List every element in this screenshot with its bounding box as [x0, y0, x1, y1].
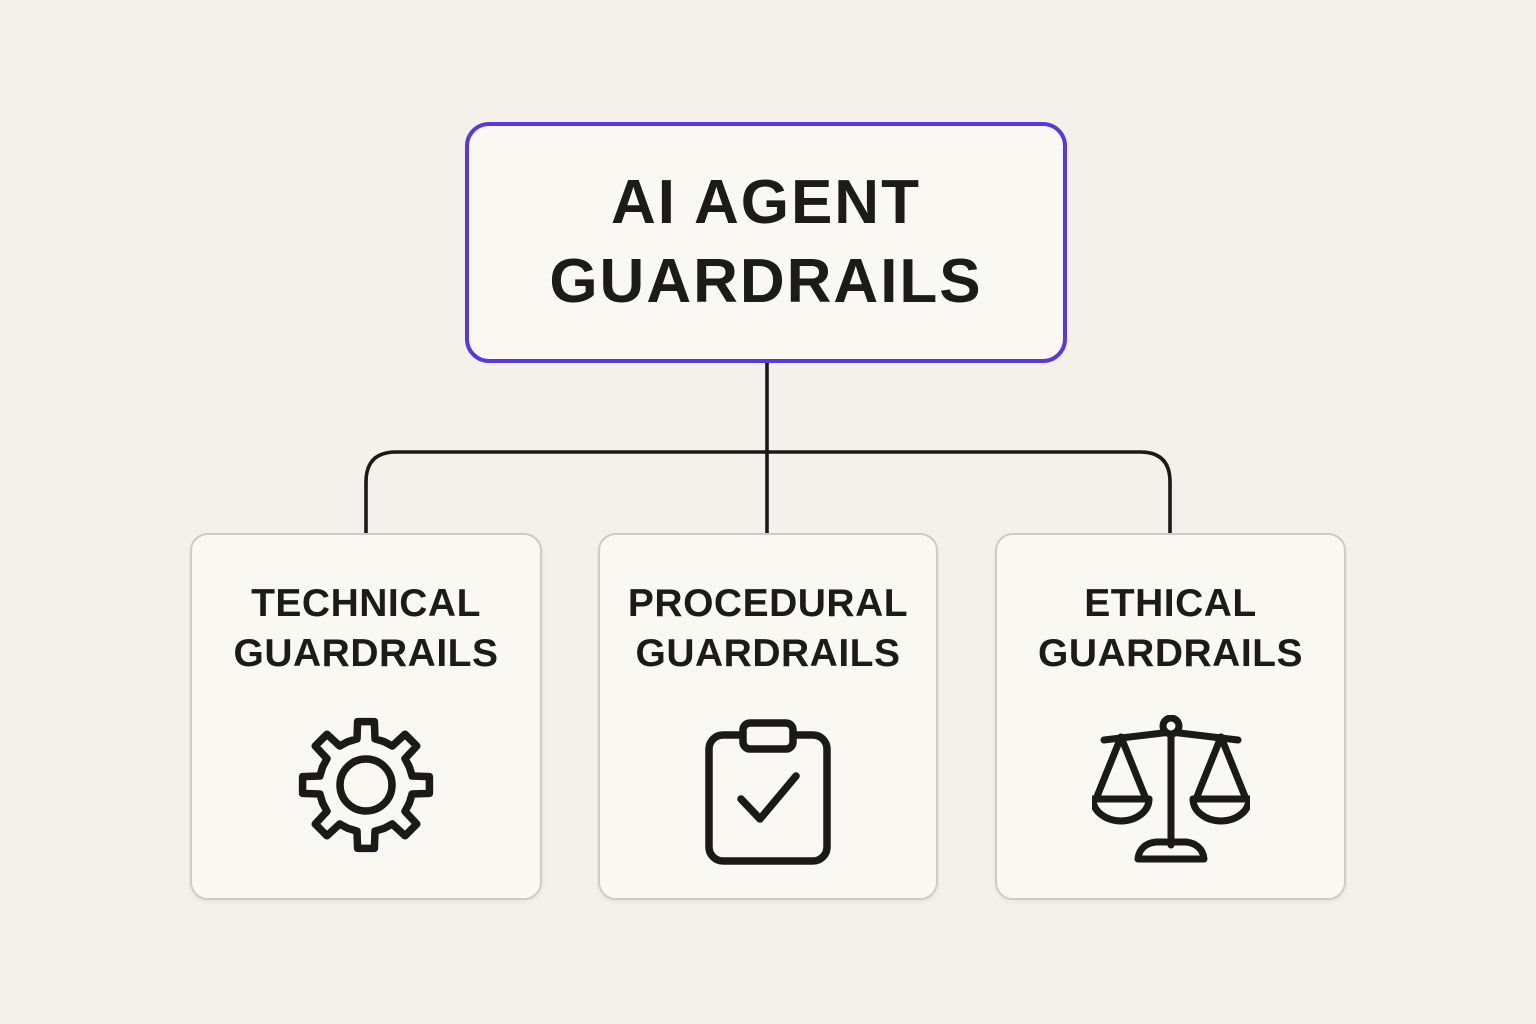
branch-label-line: TECHNICAL [251, 582, 481, 625]
branch-label-line: PROCEDURAL [627, 582, 909, 625]
gear-icon [296, 715, 436, 855]
branch-label-line: GUARDRAILS [635, 631, 901, 675]
branch-label-line: ETHICAL [1084, 582, 1257, 625]
root-node-label-line-1: AI AGENT [611, 168, 921, 238]
branch-label-line: GUARDRAILS [1038, 631, 1303, 675]
root-node-ai-agent-guardrails: AI AGENT GUARDRAILS [465, 122, 1067, 363]
branch-card-technical: TECHNICAL GUARDRAILS [190, 533, 542, 900]
root-node-label-line-2: GUARDRAILS [549, 246, 983, 316]
branch-card-ethical: ETHICAL GUARDRAILS [995, 533, 1346, 900]
branch-label-line: GUARDRAILS [233, 631, 499, 675]
branch-card-procedural: PROCEDURAL GUARDRAILS [598, 533, 938, 900]
scales-icon [1091, 714, 1250, 865]
clipboard-check-icon [703, 715, 833, 867]
